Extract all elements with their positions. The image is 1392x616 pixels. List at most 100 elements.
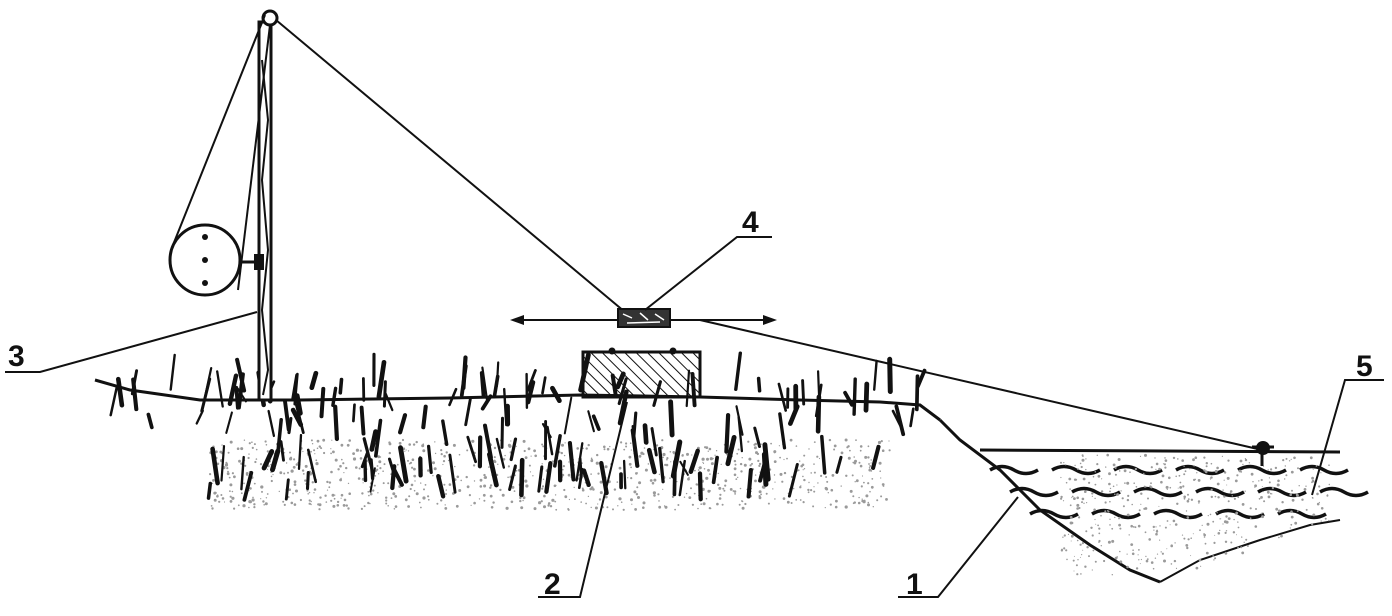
soil-dot [528,464,531,467]
water-dot [1277,479,1280,483]
soil-dot [715,450,718,452]
grass-blade [577,467,584,490]
soil-dot [541,463,543,465]
soil-dot [248,442,251,445]
water-dot [1094,518,1096,521]
water-dot [1065,464,1067,466]
leader-line-4 [644,236,772,311]
water-dot [1163,463,1166,466]
water-dot [1185,544,1189,547]
water-dot [1225,520,1229,524]
soil-dot [248,453,250,455]
soil-dot [340,443,344,447]
water-dot [1205,462,1209,465]
soil-dot [729,488,733,491]
water-dot [1185,510,1188,512]
soil-dot [212,479,215,482]
water-dot [1140,492,1143,495]
grass-blade [464,397,472,427]
soil-dot [596,453,599,457]
soil-dot [674,508,676,511]
soil-dot [603,445,606,449]
water-dot [1234,479,1238,483]
soil-dot [870,459,872,461]
water-dot [1161,474,1165,478]
water-dot [1298,485,1300,487]
water-dot [1311,523,1314,526]
soil-dot [466,449,469,452]
water-dot [1085,530,1088,533]
wave-mark [1091,508,1141,520]
soil-dot [377,455,381,459]
grass-blade [307,448,317,484]
water-dot [1164,466,1167,469]
mast-texture [260,59,270,396]
grass-blade [210,446,220,486]
soil-dot [783,471,787,475]
soil-dot [592,488,595,491]
soil-dot [789,438,793,442]
water-dot [1143,472,1145,475]
soil-dot [307,493,310,495]
soil-dot [369,492,373,496]
soil-dot [590,458,594,462]
water-dot [1092,549,1095,552]
water-dot [1143,507,1146,510]
water-dot [1229,492,1231,494]
soil-dot [452,443,456,447]
grass-blade [777,382,787,412]
soil-dot [434,452,437,455]
soil-dot [799,460,801,462]
water-dot [1119,560,1123,564]
water-dot [1164,457,1166,459]
soil-dot [310,450,312,453]
soil-dot [308,491,311,494]
water-dot [1290,458,1292,460]
soil-dot [547,502,551,505]
soil-dot [293,480,297,484]
soil-dot [827,492,829,494]
soil-dot [285,462,288,464]
soil-dot [718,486,722,490]
water-dot [1068,477,1072,481]
grass-blade [282,398,291,432]
soil-dot [629,442,632,445]
water-dot [1147,497,1149,500]
soil-dot [705,497,708,500]
grass-blade [778,412,787,450]
soil-dot [412,443,416,446]
soil-dot [705,446,709,449]
grass-blade [206,481,213,500]
mast [257,9,279,402]
soil-dot [630,466,632,469]
grass-blade [546,425,554,456]
soil-dot [233,507,236,510]
water-dot [1153,529,1155,531]
grass-blade [374,418,383,458]
water-dot [1078,516,1081,519]
water-dot [1204,470,1208,474]
soil-dot [511,485,515,489]
soil-dot [248,500,252,504]
grass-blade [276,418,283,453]
reel-dot [202,234,208,240]
grass-blade [319,386,326,419]
soil-dot [369,502,371,505]
soil-dot [599,480,603,484]
soil-dot [213,498,217,502]
soil-dot [612,448,615,451]
soil-dot [824,507,826,509]
soil-dot [211,507,214,510]
soil-dot [598,498,602,501]
water-dot [1159,539,1161,541]
soil-dot [702,462,705,464]
soil-dot [799,499,802,501]
water-dot [1071,495,1074,498]
water-dot [1092,475,1095,478]
soil-dot [860,485,863,488]
soil-dot [355,466,358,469]
water-dot [1079,556,1081,558]
soil-dot [649,479,653,482]
soil-dot [845,474,848,477]
water-dot [1196,472,1198,474]
